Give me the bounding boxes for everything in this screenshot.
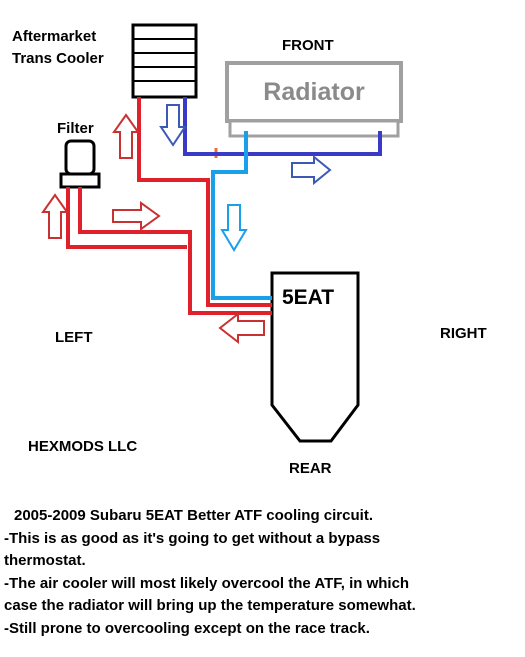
arrow-down-to-transmission: [220, 204, 248, 252]
company-label: HEXMODS LLC: [28, 438, 137, 455]
aftermarket-label-line2: Trans Cooler: [12, 50, 104, 67]
transmission-label: 5EAT: [282, 286, 334, 309]
notes-title: 2005-2009 Subaru 5EAT Better ATF cooling…: [14, 507, 373, 524]
flow-arrows: [41, 104, 332, 345]
radiator-label: Radiator: [263, 78, 365, 106]
filter: [59, 139, 101, 189]
front-label: FRONT: [282, 37, 334, 54]
description-notes: 2005-2009 Subaru 5EAT Better ATF cooling…: [4, 505, 521, 640]
arrow-right-radiator-inlet: [291, 154, 332, 186]
notes-line1: -This is as good as it's going to get wi…: [4, 529, 381, 547]
arrow-up-filter-inlet: [41, 193, 69, 239]
left-label: LEFT: [55, 329, 93, 346]
arrow-left-transmission-out: [218, 311, 265, 345]
filter-label: Filter: [57, 120, 94, 137]
trans-cooler: [131, 23, 198, 99]
cool-lines: [183, 97, 382, 300]
transmission-5eat: [270, 271, 360, 443]
arrow-up-cooler-return: [112, 113, 140, 159]
notes-line2: -The air cooler will most likely overcoo…: [4, 574, 410, 592]
right-label: RIGHT: [440, 325, 487, 342]
rear-label: REAR: [289, 460, 332, 477]
arrow-right-filter-outlet: [112, 201, 161, 231]
hot-lines: [66, 97, 272, 315]
notes-line3: -Still prone to overcooling except on th…: [4, 619, 370, 637]
arrow-down-cooler-out: [159, 104, 187, 147]
notes-line2-cont: case the radiator will bring up the temp…: [4, 597, 416, 614]
aftermarket-label-line1: Aftermarket: [12, 28, 96, 45]
notes-line1-cont: thermostat.: [4, 552, 86, 569]
radiator: Radiator: [225, 61, 403, 138]
